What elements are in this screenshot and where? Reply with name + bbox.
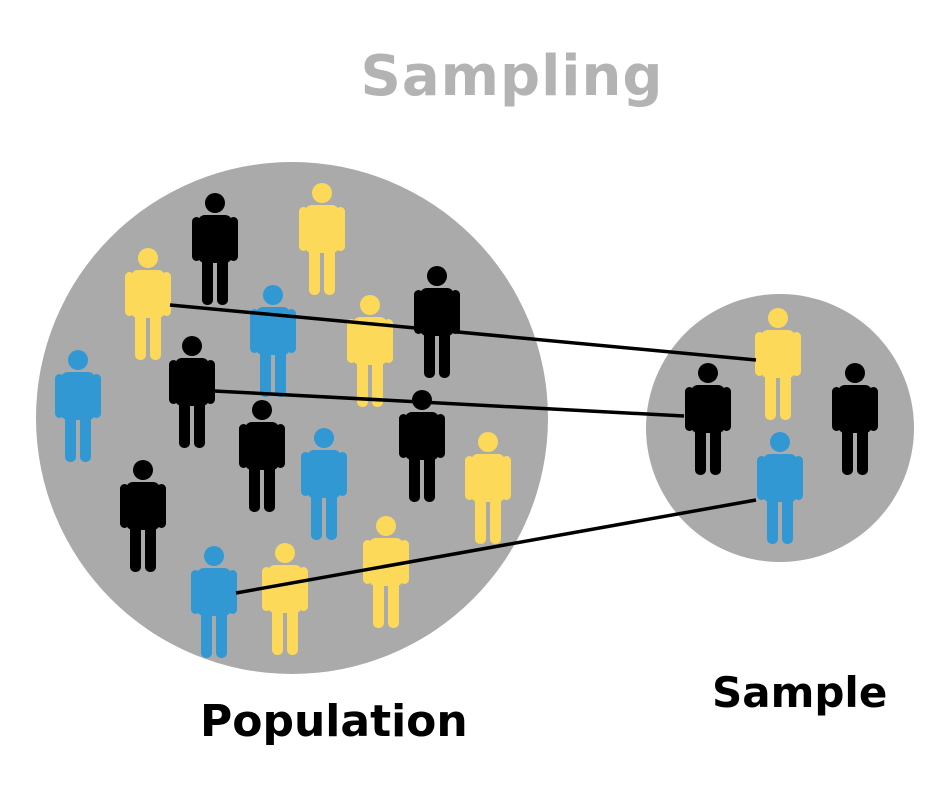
population-person <box>192 193 238 305</box>
population-person <box>55 350 101 462</box>
population-person <box>347 295 393 407</box>
population-person <box>169 336 215 448</box>
population-person <box>239 400 285 512</box>
selection-line <box>235 498 757 595</box>
sample-person <box>755 308 801 420</box>
sample-person <box>832 363 878 475</box>
diagram-title: Sampling <box>360 44 664 109</box>
population-person <box>299 183 345 295</box>
population-label: Population <box>200 696 468 747</box>
sample-person <box>757 432 803 544</box>
sample-person <box>685 363 731 475</box>
population-person <box>414 266 460 378</box>
population-person <box>250 285 296 397</box>
population-person <box>125 248 171 360</box>
selection-line <box>213 389 685 418</box>
population-person <box>191 546 237 658</box>
population-person <box>120 460 166 572</box>
population-person <box>301 428 347 540</box>
population-person <box>399 390 445 502</box>
population-person <box>465 432 511 544</box>
sample-circle <box>646 294 914 562</box>
population-person <box>262 543 308 655</box>
selection-line <box>169 303 757 362</box>
sample-label: Sample <box>712 668 888 717</box>
